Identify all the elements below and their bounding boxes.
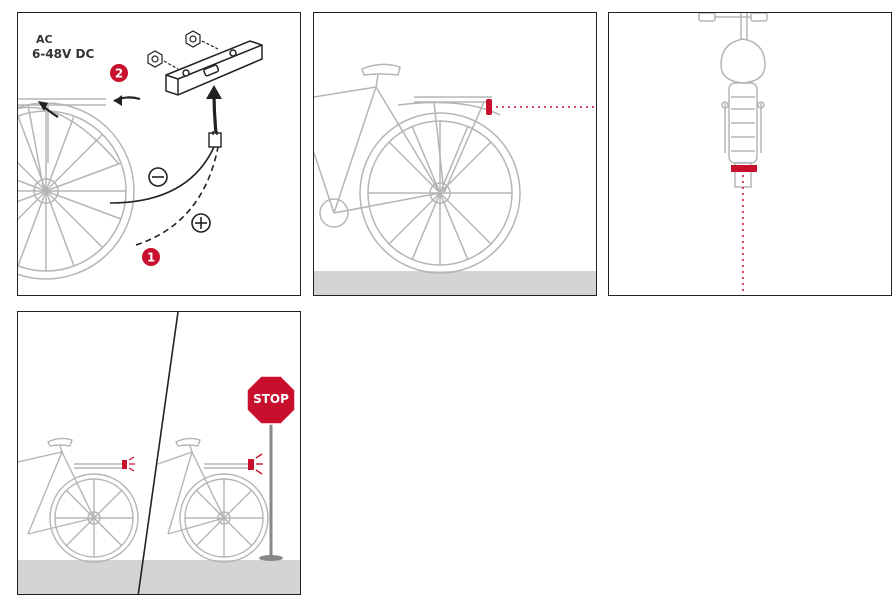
plus-icon [191, 213, 211, 233]
rear-view-illustration [698, 13, 768, 295]
nut-arrows [163, 40, 219, 70]
stop-sign-text: STOP [253, 392, 289, 406]
rear-rack [18, 98, 119, 192]
voltage-label: 6-48V DC [32, 47, 95, 61]
minus-icon [148, 167, 168, 187]
rear-light [731, 165, 757, 172]
rear-wheel [18, 102, 135, 280]
brake-light-illustration [18, 312, 300, 594]
step-one-number: 1 [147, 251, 155, 265]
mount-arrow-icon [38, 95, 141, 118]
bicycle [314, 63, 521, 274]
divider-line [137, 312, 179, 594]
light-glow-icon [128, 456, 135, 472]
rear-view-panel [608, 12, 892, 296]
installation-panel: 2 1 AC 6-48V DC [17, 12, 301, 296]
step-badge-1: 1 [142, 248, 160, 266]
insert-arrow-icon [206, 85, 222, 134]
nut-icon [147, 30, 201, 68]
rear-light [248, 459, 254, 470]
bicycle-rear [698, 13, 768, 188]
stop-sign [246, 375, 296, 561]
bicycle-moving [18, 437, 139, 563]
bicycle-braking [157, 437, 269, 563]
step-badge-2: 2 [110, 64, 128, 82]
positive-wire [135, 146, 219, 246]
step-two-number: 2 [115, 67, 123, 81]
side-view-illustration [314, 63, 596, 295]
light-unit [165, 40, 263, 96]
rear-light [122, 460, 127, 469]
ground [18, 560, 300, 594]
ground [314, 271, 596, 295]
ac-label: AC [36, 33, 53, 46]
connector-plug [208, 131, 222, 148]
brake-light-panel: STOP [17, 311, 301, 595]
rear-light [486, 99, 492, 115]
installation-illustration: 2 1 [18, 30, 263, 280]
side-view-panel [313, 12, 597, 296]
light-glow-icon [255, 453, 263, 475]
negative-wire [109, 146, 215, 204]
